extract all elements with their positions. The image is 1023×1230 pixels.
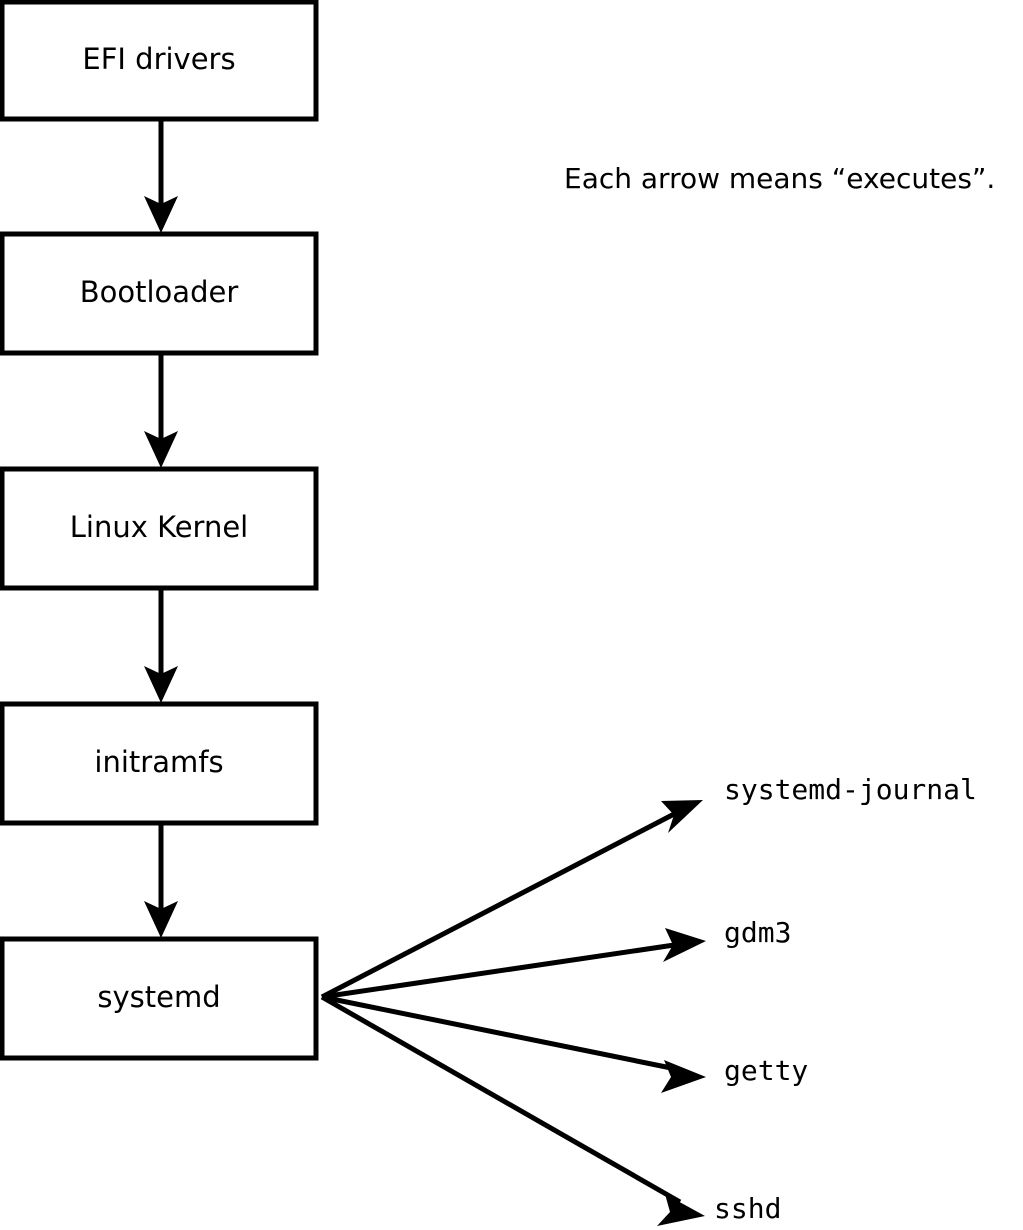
arrow-head: [144, 431, 178, 468]
process-label-getty: getty: [724, 1054, 808, 1087]
process-label-sshd: sshd: [714, 1192, 781, 1225]
node-label-bootloader: Bootloader: [80, 275, 239, 309]
arrow-shaft: [320, 809, 680, 1000]
arrow-shaft: [321, 994, 682, 1073]
arrow-head: [144, 901, 178, 938]
node-box-bootloader[interactable]: [0, 231, 319, 356]
arrow-head: [144, 666, 178, 703]
node-label-systemd: systemd: [97, 980, 220, 1014]
arrow-initramfs-to-systemd: [144, 823, 178, 938]
legend-note: Each arrow means “executes”.: [564, 162, 995, 195]
process-label-gdm3: gdm3: [724, 916, 791, 949]
arrow-head: [661, 1060, 706, 1093]
arrow-shaft: [321, 941, 682, 1000]
arrow-kernel-to-initramfs: [144, 588, 178, 703]
arrow-bootloader-to-kernel: [144, 353, 178, 468]
process-label-systemd-journal: systemd-journal: [724, 773, 977, 806]
node-bootloader[interactable]: Bootloader: [0, 231, 319, 356]
node-linux-kernel[interactable]: Linux Kernel: [0, 466, 319, 591]
arrow-efi-to-bootloader: [144, 119, 178, 233]
node-label-initramfs: initramfs: [94, 745, 223, 779]
arrow-systemd-to-getty: [321, 994, 706, 1093]
arrow-shaft: [320, 994, 682, 1205]
arrow-systemd-to-gdm3: [321, 928, 706, 1000]
node-initramfs[interactable]: initramfs: [0, 701, 319, 826]
node-label-efi-drivers: EFI drivers: [82, 42, 235, 76]
node-efi-drivers[interactable]: EFI drivers: [0, 0, 319, 122]
node-box-initramfs[interactable]: [0, 701, 319, 826]
node-box-systemd[interactable]: [0, 936, 319, 1061]
arrow-head: [144, 196, 178, 233]
arrow-systemd-to-sshd: [320, 994, 705, 1226]
arrow-systemd-to-systemd-journal: [320, 800, 703, 1000]
arrow-head: [661, 800, 703, 833]
arrow-head: [657, 1194, 705, 1226]
arrow-head: [663, 928, 706, 962]
node-systemd[interactable]: systemd: [0, 936, 319, 1061]
node-box-efi-drivers[interactable]: [0, 0, 319, 122]
node-label-linux-kernel: Linux Kernel: [70, 510, 248, 544]
